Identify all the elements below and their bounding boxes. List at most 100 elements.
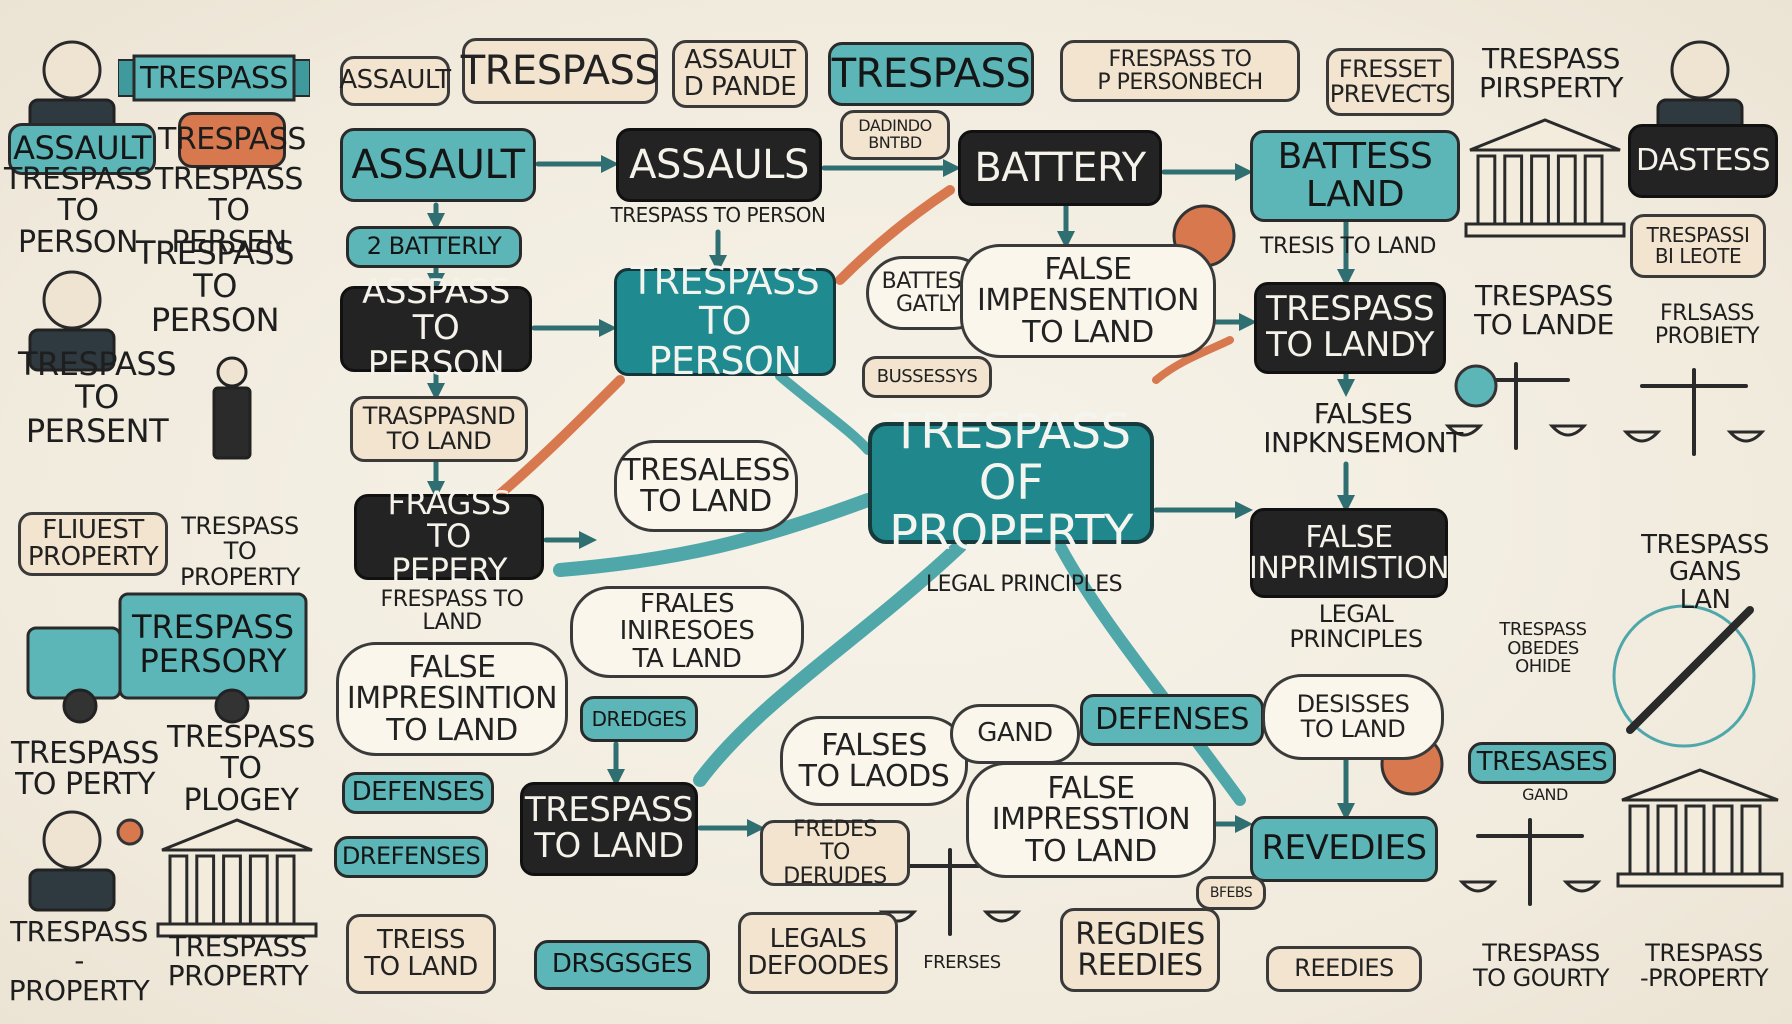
- trespass-tag: TRESPASS: [158, 112, 306, 168]
- courthouse-icon-bottom-right-column-2: [1684, 804, 1706, 876]
- tresaless-node: TRESALESS TO LAND: [614, 440, 798, 532]
- trespass-to-land-node: TRESPASS TO LAND: [520, 782, 698, 876]
- arrowhead-v-7: [1337, 379, 1355, 397]
- tp-label-2: TRESPASS TO PERSEN: [155, 161, 303, 260]
- treses-tag: TRESASES: [1468, 742, 1616, 784]
- banner-ribbon-icon: [118, 54, 310, 102]
- battery-node: BATTERY: [958, 130, 1162, 206]
- desisses-node: DESISSES TO LAND: [1262, 674, 1444, 760]
- revedies-node: REVEDIES: [1250, 816, 1438, 882]
- person-bust-icon-bottom-left-body: [28, 868, 116, 912]
- fresset-tag: FRESSET PREVECTS: [1326, 48, 1454, 116]
- trespass-banner: TRESPASS: [118, 54, 310, 102]
- legal-defoodes-tag: LEGALS DEFOODES: [738, 912, 898, 994]
- drefenses-tag: DREFENSES: [334, 836, 488, 878]
- courthouse-icon-top-right: [1469, 118, 1621, 152]
- trespass-gans-label: TRESPASS GANS LAN: [1641, 530, 1769, 615]
- trespass-to-person-node: TRESPASS TO PERSON: [614, 261, 836, 381]
- tprop-label: TRESPASS TO PROPERTY: [180, 512, 300, 591]
- bottom1-label: TRESPASS TO GOURTY: [1473, 938, 1609, 992]
- arrowhead-h-1: [943, 159, 961, 177]
- defenses-left-tag: DEFENSES: [342, 772, 494, 814]
- scales-icon-right-1-pan-left: [1444, 424, 1484, 437]
- trespass-prop-label: TRESPASS PIRSPERTY: [1478, 41, 1624, 104]
- legal-principles-right-caption: LEGAL PRINCIPLES: [1289, 599, 1423, 653]
- treiss-tag: TREISS TO LAND: [346, 914, 496, 994]
- standing-man-icon: [216, 356, 248, 388]
- trespass-big-tag: TRESPASS: [461, 38, 660, 104]
- standing-man-icon-body: [212, 386, 252, 460]
- gand-caption: GAND: [1522, 784, 1568, 804]
- person-bust-icon-top-left: [42, 40, 102, 100]
- frlsass-label: FRLSASS PROBIETY: [1654, 300, 1760, 349]
- person-bust-icon-top-right: [1670, 40, 1730, 100]
- bfebs-tag: BFEBS: [1196, 876, 1266, 910]
- arrowhead-v-10: [1337, 803, 1355, 821]
- scales-icon-bottom-right-pan-right: [1562, 880, 1602, 893]
- tpfrty-label: TRESPASS TO PERTY: [11, 735, 159, 802]
- bottom2-label: TRESPASS -PROPERTY: [1639, 938, 1769, 992]
- arrowhead-h-0: [601, 155, 619, 173]
- trespass-obedes-label: TRESPASS OBEDES OHIDE: [1499, 618, 1587, 678]
- arrowhead-h-5: [1235, 501, 1253, 519]
- courthouse-icon-bottom-right-column-1: [1656, 804, 1678, 876]
- frespass-land-caption: FRESPASS TO LAND: [380, 586, 524, 635]
- courthouse-icon-bottom-right-column-3: [1712, 804, 1734, 876]
- assault-node: ASSAULT: [340, 128, 536, 202]
- tp-label-4: TRESPASS TO PERSENT: [17, 344, 177, 450]
- arrowhead-v-8: [1337, 495, 1355, 513]
- fliuest-label: FLIUEST PROPERTY: [18, 512, 168, 576]
- no-entry-slash: [1626, 606, 1754, 734]
- scales-icon-right-2-pan-left: [1622, 430, 1662, 443]
- truck-icon-cab: [26, 626, 122, 700]
- scales-icon-right-2-pan-right: [1726, 430, 1766, 443]
- dredges-tag: DREDGES: [580, 696, 698, 742]
- asspass-node: ASSPASS TO PERSON: [340, 275, 532, 382]
- falses-laods-node: FALSES TO LAODS: [780, 716, 968, 806]
- arrowhead-v-1: [427, 273, 445, 291]
- frags-node: FRAGSS TO PEPERY: [354, 486, 544, 587]
- false-inprimation-node: FALSE INPRIMISTION: [1249, 508, 1450, 598]
- scales-icon-bottom-pan-right: [982, 910, 1022, 923]
- courthouse-icon-bottom-right: [1621, 768, 1779, 802]
- courthouse-icon-bottom-left-base: [156, 922, 318, 938]
- frespass-to-tag: FRESPASS TO P PERSONBECH: [1060, 40, 1300, 102]
- scales-icon-bottom-right-pan-left: [1458, 880, 1498, 893]
- false-impression-bottom-node: FALSE IMPRESSTION TO LAND: [966, 762, 1216, 878]
- battery-small-tag: 2 BATTERLY: [346, 226, 522, 268]
- brush-hub-left: [553, 493, 875, 577]
- truck-icon-wheel-1: [62, 688, 98, 724]
- arrowhead-v-4: [709, 255, 727, 273]
- truck-label: TRESPASS PERSORY: [131, 608, 295, 680]
- person-bust-icon-bottom-left: [42, 810, 102, 870]
- brush-orange-top: [835, 185, 955, 285]
- courthouse-icon-top-right-column-2: [1530, 154, 1550, 226]
- trespass-teal-tag: TRESPASS: [828, 42, 1034, 106]
- trasppasnd-tag: TRASPPASND TO LAND: [350, 396, 528, 462]
- person-face-icon-left: [42, 270, 102, 330]
- truck-icon-wheel-2: [214, 688, 250, 724]
- trespassi-tag: TRESPASSI BI LEOTE: [1630, 214, 1766, 278]
- false-impression-left-node: FALSE IMPRESINTION TO LAND: [336, 642, 568, 756]
- brush-orange-right: [1152, 336, 1234, 384]
- assault-small-tag: ASSAULT: [339, 56, 451, 106]
- courthouse-icon-top-right-column-3: [1556, 154, 1577, 226]
- no-entry-sign-icon: [1612, 604, 1756, 748]
- hub-node: TRESPASS OF PROPERTY: [868, 407, 1154, 558]
- assauls-node: ASSAULS: [616, 128, 822, 202]
- false-imp-top-node: FALSE IMPENSENTION TO LAND: [960, 244, 1216, 358]
- courthouse-icon-top-right-base: [1464, 222, 1626, 238]
- frerses-caption: FRERSES: [923, 951, 1001, 973]
- tplogey-label: TRESPASS TO PLOGEY: [167, 719, 315, 818]
- tp-label-3: TRESPASS TO PERSON: [135, 233, 295, 339]
- brush-orange-left: [495, 375, 625, 499]
- courthouse-icon-top-right-column-4: [1583, 154, 1604, 226]
- reedies-node: REGDIES REEDIES: [1060, 908, 1220, 992]
- arrowhead-h-7: [747, 819, 765, 837]
- dastess-node: DASTESS: [1628, 124, 1778, 198]
- courthouse-icon-bottom-left-column-1: [195, 854, 216, 926]
- gand-tag: GAND: [950, 704, 1080, 764]
- banner-label: TRESPASS: [140, 60, 288, 96]
- trespass-to-person-caption: TRESPASS TO PERSON: [610, 202, 826, 227]
- assault-pande-tag: ASSAULT D PANDE: [672, 40, 808, 108]
